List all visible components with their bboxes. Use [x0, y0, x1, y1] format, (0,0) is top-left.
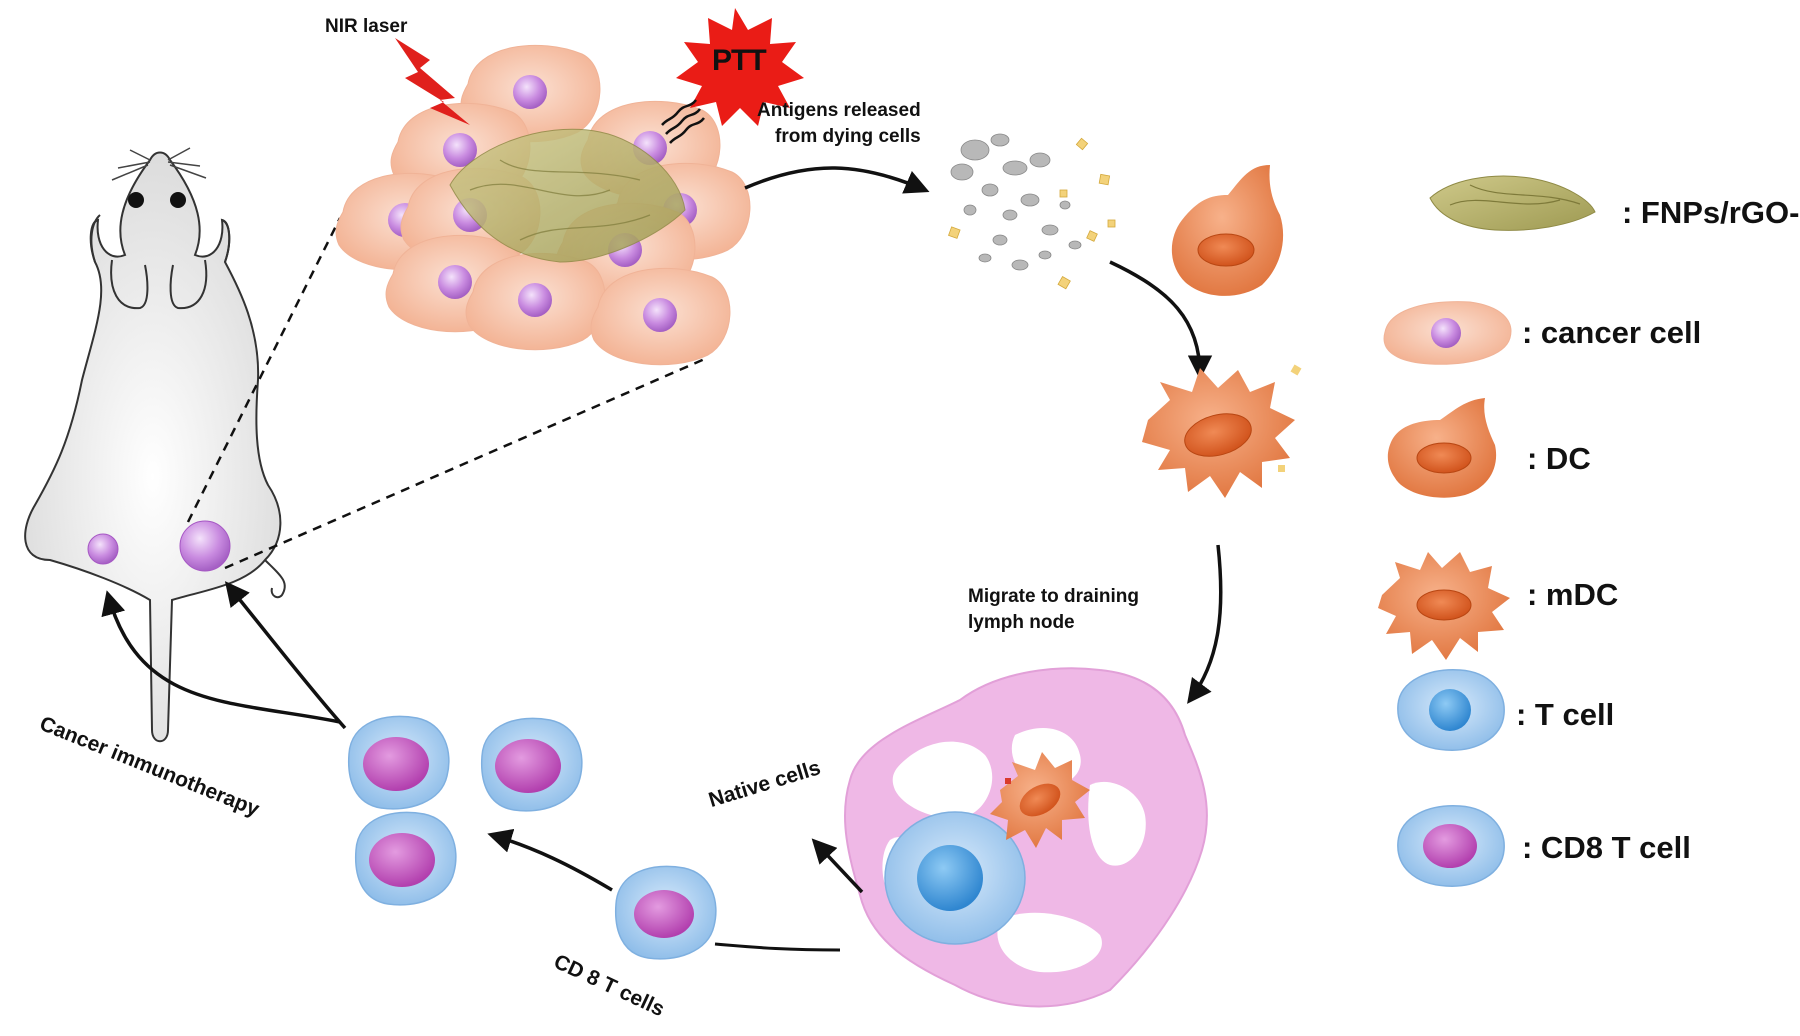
fnps-rgo-peg-sheet-icon	[1429, 175, 1596, 231]
legend-label-fnps: : FNPs/rGO-PEG	[1622, 195, 1800, 230]
legend-icons	[1378, 175, 1596, 887]
arrow-to-lymph-node	[1187, 544, 1223, 704]
dendritic-cell-icon	[1387, 398, 1497, 498]
arrow-to-treated-tumor	[224, 581, 347, 730]
migrate-label-line1: Migrate to draining	[968, 586, 1139, 607]
legend-label-cancer-cell: : cancer cell	[1522, 315, 1702, 350]
legend-label-cd8-t-cell: : CD8 T cell	[1522, 830, 1691, 865]
arrow-to-mdc	[1109, 260, 1213, 380]
treated-tumor	[179, 520, 231, 572]
mouse-illustration	[24, 147, 286, 743]
cancer-cell-icon	[1383, 301, 1512, 365]
antigens-label-line2: from dying cells	[775, 126, 921, 147]
zoom-lines	[186, 217, 708, 570]
small-tumor	[87, 533, 119, 565]
ptt-label: PTT	[712, 44, 767, 77]
tumor-cell-cluster	[335, 44, 751, 366]
nir-laser-label: NIR laser	[325, 16, 408, 37]
cd8-t-cell-icon	[1397, 805, 1505, 887]
laser-bolt-icon	[395, 38, 470, 125]
heat-waves-icon	[661, 99, 705, 144]
mature-dendritic-cell	[1142, 364, 1302, 498]
cd8-t-cell-activated	[614, 865, 717, 960]
mouse-eye-right-icon	[170, 192, 186, 208]
legend-label-mdc: : mDC	[1527, 577, 1619, 612]
immature-dendritic-cell	[1171, 165, 1284, 296]
t-cell-icon	[1397, 669, 1505, 751]
migrate-label-line2: lymph node	[968, 612, 1075, 633]
arrow-to-antigens	[744, 166, 930, 194]
antigens-label-line1: Antigens released	[757, 100, 921, 121]
ptt-burst-icon	[676, 8, 804, 126]
mature-dendritic-cell-icon	[1378, 552, 1510, 660]
arrow-to-cd8-expansion	[487, 828, 613, 892]
antigen-debris	[948, 133, 1116, 290]
mouse-eye-left-icon	[128, 192, 144, 208]
arrow-to-small-tumor	[101, 590, 341, 724]
legend-label-t-cell: : T cell	[1516, 697, 1615, 732]
arrow-native-cells	[811, 838, 864, 894]
legend-label-dc: : DC	[1527, 441, 1591, 476]
lymph-node	[844, 667, 1208, 1008]
cd8-t-cell-cluster	[347, 715, 583, 906]
